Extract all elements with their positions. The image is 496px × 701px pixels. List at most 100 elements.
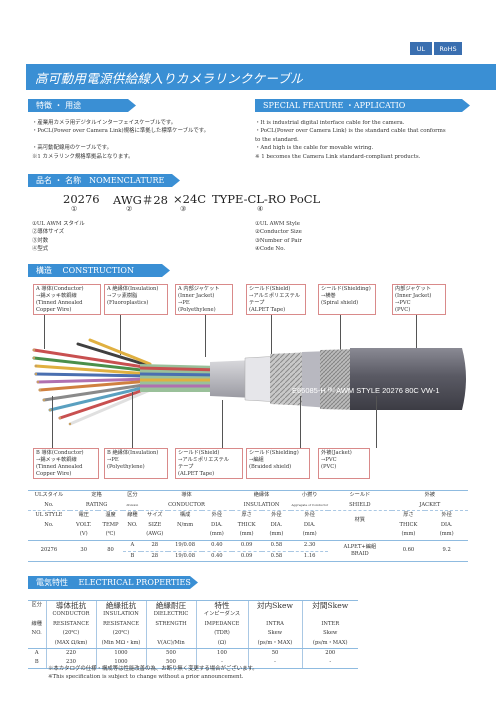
label-line: →編組: [249, 457, 264, 463]
label-shield-alpet: シールド(Shield) →アルミポリエステル テープ (ALPET Tape): [246, 284, 306, 315]
elec-cell: 200: [301, 648, 358, 659]
label-line: Copper Wire): [36, 471, 72, 477]
nomen-jp-line: ③対数: [32, 237, 49, 244]
leader-line: [416, 315, 417, 359]
elec-head: 導体抵抗: [45, 600, 96, 611]
spec-cell: B: [123, 551, 142, 563]
elec-head: CONDUCTOR: [45, 610, 96, 620]
section-construction: 構造 CONSTRUCTION: [28, 264, 170, 277]
label-line: テープ: [249, 300, 265, 306]
label-line: →アルミポリエステル: [178, 457, 229, 463]
label-line: 外被(Jacket): [321, 450, 352, 456]
leader-line: [44, 315, 45, 349]
label-line: (PVC): [395, 307, 411, 313]
spec-head: サイズ: [147, 512, 163, 519]
elec-cell: -: [195, 658, 248, 669]
spec-head: 外被: [391, 489, 468, 501]
leader-line: [205, 315, 206, 357]
nomen-en-line: ①UL AWM Style: [255, 221, 300, 227]
elec-head: (TDR): [195, 629, 248, 639]
spec-head: INSULATION: [231, 500, 292, 512]
leader-line: [376, 396, 377, 448]
spec-cell: 0.09: [231, 551, 262, 563]
label-line: A 導体(Conductor): [36, 286, 84, 292]
spec-cell: 1.16: [291, 551, 329, 563]
spec-head: 小撚り: [291, 489, 329, 501]
elec-cell: 1000: [95, 658, 146, 669]
label-line: (Polyethylene): [107, 464, 145, 470]
spec-head: N/mm: [177, 521, 194, 528]
spec-row-a: 20276 30 80 A 28 19/0.08 0.40 0.09 0.58 …: [28, 540, 468, 563]
nomenclature-en: ①UL AWM Style ②Conductor Size ③Number of…: [255, 220, 302, 254]
spec-shield-line: ALPET+編組: [343, 544, 377, 551]
feature-jp-line: ※1 カメラリンク規格準拠品となります。: [32, 153, 134, 160]
label-line: →PE: [107, 457, 119, 463]
spec-cell: 0.40: [201, 540, 232, 552]
cable-illustration: E66085-H ᴿᵁ AWM STYLE 20276 80C VW-1: [32, 338, 466, 426]
label-line: →PVC: [321, 457, 337, 463]
spec-head: SIZE: [148, 521, 162, 528]
label-b-shield-braid: シールド(Shielding) →編組 (Braided shield): [246, 448, 310, 479]
spec-head: UL STYLE: [35, 512, 63, 519]
footer-note-jp: ※本カタログの仕様・構成等は性能改善の為、お断り無く変更する場合がございます。: [48, 666, 258, 672]
elec-cell: 1000: [95, 648, 146, 659]
elec-head: 特性: [195, 600, 248, 611]
label-line: B 絶縁体(Insulation): [107, 450, 159, 456]
label-line: →アルミポリエステル: [249, 293, 300, 299]
spec-head: CONDUCTOR: [141, 500, 232, 512]
elec-head: [247, 610, 302, 620]
label-line: →PE: [178, 300, 190, 306]
leader-line: [271, 315, 272, 367]
elec-row-a: A 220 1000 500 100 50 200: [28, 648, 358, 659]
spec-head: (AWG): [141, 530, 169, 541]
label-jacket-pvc: 外被(Jacket) →PVC (PVC): [318, 448, 370, 479]
spec-head: (mm): [291, 530, 329, 541]
label-inner-jacket-pvc: 内部ジャケット (Inner Jacket) →PVC (PVC): [392, 284, 446, 315]
label-line: →横巻: [321, 293, 336, 299]
elec-head-row: NO. (20℃) (20℃) (TDR) Skew Skew: [28, 629, 358, 639]
section-nomenclature: 品名 ・ 名称 NOMENCLATURE: [28, 174, 180, 187]
spec-head-row: (V) (℃) (AWG) (mm) (mm) (mm) (mm) (mm) (…: [28, 530, 468, 541]
spec-head: 導体: [141, 489, 232, 501]
title-bar: 高可動用電源供給線入りカメラリンクケーブル: [26, 64, 496, 90]
nomenclature-jp: ①UL AWM スタイル ②導体サイズ ③対数 ④型式: [32, 220, 85, 254]
spec-head: [168, 530, 202, 541]
code-style: 20276: [63, 192, 100, 206]
footer-note-en: ※This specification is subject to change…: [48, 674, 244, 681]
code-type: TYPE-CL-RO PoCL: [212, 192, 321, 206]
spec-head: 温度: [105, 512, 116, 519]
spec-head: 電圧: [78, 512, 89, 519]
spec-head: DIA.: [270, 521, 283, 528]
spec-head: (mm): [261, 530, 292, 541]
feature-en-line: ・And high is the cable for movable wirin…: [255, 145, 374, 152]
elec-head: (20℃): [95, 629, 146, 639]
spec-head: 区分: [123, 489, 142, 501]
elec-cell: 500: [145, 648, 196, 659]
elec-head: (20℃): [45, 629, 96, 639]
elec-cell: 100: [195, 648, 248, 659]
spec-head: [28, 530, 70, 541]
elec-head: IMPEDANCE: [195, 619, 248, 630]
spec-head: (mm): [201, 530, 232, 541]
spec-head: THICK: [237, 521, 256, 528]
spec-cell: 2.30: [291, 540, 329, 552]
spec-head: (mm): [391, 530, 426, 541]
spec-cell: 0.40: [201, 551, 232, 563]
spec-head: 線種: [127, 512, 138, 519]
spec-head: 厚さ: [403, 512, 414, 519]
label-line: (Tinned Annealed: [36, 464, 83, 470]
nomen-en-line: ④Code No.: [255, 246, 286, 253]
spec-shield-material: ALPET+編組 BRAID: [328, 540, 392, 563]
section-features-en: SPECIAL FEATURE ・APPLICATIO: [255, 99, 470, 112]
elec-head: INTRA: [247, 619, 302, 630]
label-line: (Fluoroplastics): [107, 300, 149, 306]
label-a-insulation: A 絶縁体(Insulation) →フッ素樹脂 (Fluoroplastics…: [104, 284, 168, 315]
label-line: シールド(Shielding): [321, 286, 371, 292]
elec-cell: 50: [247, 648, 302, 659]
elec-head: (ps/m・MAX): [247, 638, 302, 650]
elec-head: 対内Skew: [247, 600, 302, 611]
spec-cell: 0.58: [261, 551, 292, 563]
spec-head: 外径: [304, 512, 315, 519]
label-line: (Inner Jacket): [178, 293, 215, 299]
elec-head: [301, 610, 358, 620]
